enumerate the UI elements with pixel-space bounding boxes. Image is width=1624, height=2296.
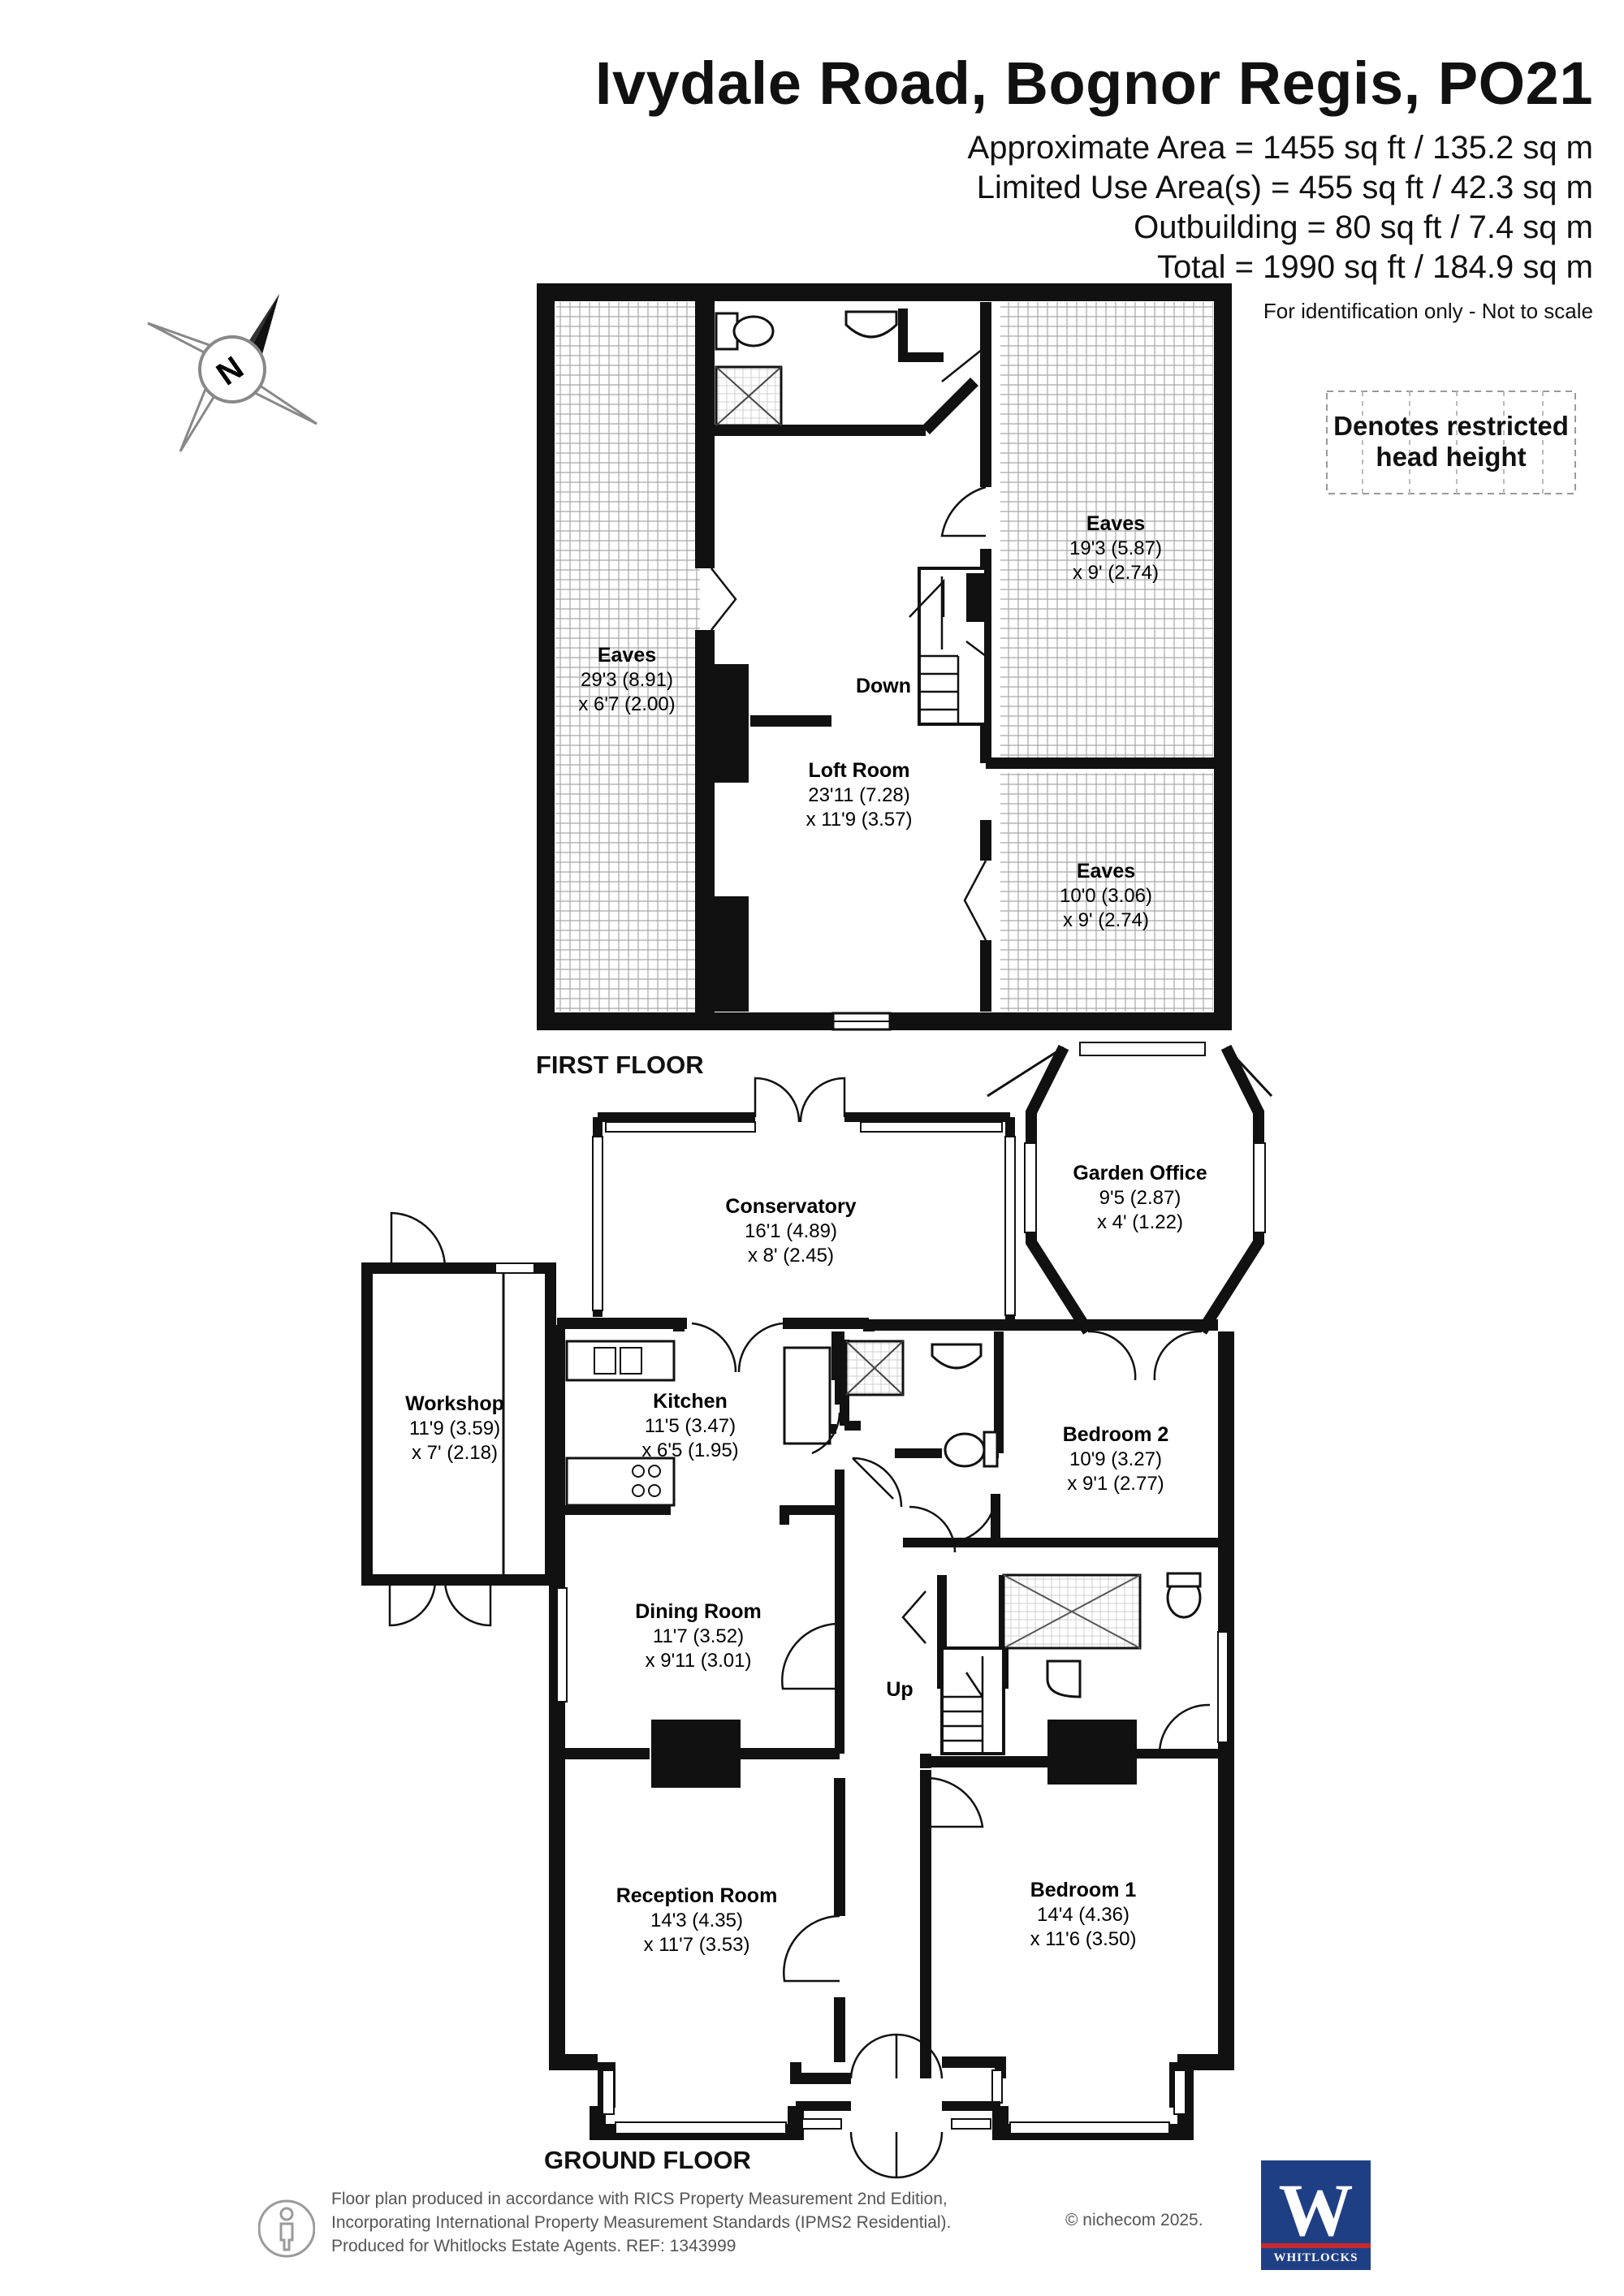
room-dim2-workshop: x 7' (2.18) — [412, 1442, 498, 1464]
room-dim2-garden-office: x 4' (1.22) — [1097, 1211, 1183, 1233]
not-to-scale-note: For identification only - Not to scale — [1263, 299, 1593, 323]
restricted-height-legend: Denotes restricted head height — [1325, 390, 1577, 495]
footer-text: Floor plan produced in accordance with R… — [331, 2187, 951, 2258]
area-summary: Approximate Area = 1455 sq ft / 135.2 sq… — [968, 128, 1593, 287]
room-dim2-dining-room: x 9'11 (3.01) — [646, 1650, 752, 1672]
total-area: Total = 1990 sq ft / 184.9 sq m — [1157, 249, 1593, 285]
eaves-right-bottom-area — [1000, 773, 1213, 1012]
room-name-dining-room: Dining Room — [635, 1600, 762, 1623]
room-dim2-eaves-left: x 6'7 (2.00) — [578, 693, 675, 715]
room-dim1-loft-room: 23'11 (7.28) — [808, 784, 910, 806]
ground-floor-plan — [361, 1042, 1273, 2179]
room-dim1-reception-room: 14'3 (4.35) — [650, 1910, 743, 1931]
room-dim2-conservatory: x 8' (2.45) — [748, 1245, 834, 1267]
copyright-text: © nichecom 2025. — [1065, 2211, 1203, 2229]
room-dim2-bedroom-2: x 9'1 (2.77) — [1067, 1473, 1164, 1495]
accessibility-person-icon — [258, 2199, 315, 2258]
legend-hatch-box — [1326, 391, 1576, 494]
room-dim2-kitchen: x 6'5 (1.95) — [641, 1439, 738, 1461]
outbuilding-area: Outbuilding = 80 sq ft / 7.4 sq m — [1134, 209, 1593, 245]
logo-red-bar — [1261, 2243, 1371, 2248]
room-name-bedroom-2: Bedroom 2 — [1063, 1423, 1169, 1446]
room-name-eaves-left: Eaves — [598, 644, 656, 667]
first-floor-label: FIRST FLOOR — [536, 1051, 704, 1079]
stairs-up-label: Up — [886, 1678, 913, 1701]
room-name-bedroom-1: Bedroom 1 — [1030, 1879, 1137, 1901]
kitchen-hob — [565, 1457, 676, 1507]
logo-name: WHITLOCKS — [1273, 2251, 1358, 2264]
room-labels: Eaves 29'3 (8.91) x 6'7 (2.00) Eaves 19'… — [405, 512, 1207, 1956]
property-title: Ivydale Road, Bognor Regis, PO21 — [594, 50, 1593, 117]
footer-line-1: Floor plan produced in accordance with R… — [331, 2190, 948, 2208]
room-name-conservatory: Conservatory — [725, 1195, 856, 1218]
basin-first-floor — [844, 310, 898, 339]
wc-ground — [944, 1432, 986, 1468]
room-name-workshop: Workshop — [405, 1392, 504, 1415]
room-name-loft-room: Loft Room — [809, 759, 910, 782]
room-dim1-eaves-left: 29'3 (8.91) — [581, 669, 673, 691]
room-dim1-kitchen: 11'5 (3.47) — [645, 1415, 736, 1437]
room-dim2-eaves-right-top: x 9' (2.74) — [1073, 562, 1159, 584]
room-name-eaves-right-bottom: Eaves — [1077, 860, 1135, 883]
legend-line-2: head height — [1376, 442, 1527, 472]
room-name-garden-office: Garden Office — [1073, 1162, 1207, 1185]
legend-line-1: Denotes restricted — [1333, 411, 1569, 441]
stairs-up — [940, 1646, 1005, 1755]
eaves-right-top-area — [1000, 302, 1213, 763]
room-dim1-garden-office: 9'5 (2.87) — [1099, 1187, 1181, 1209]
approximate-area: Approximate Area = 1455 sq ft / 135.2 sq… — [967, 130, 1593, 166]
room-dim1-bedroom-1: 14'4 (4.36) — [1037, 1904, 1129, 1926]
room-dim2-loft-room: x 11'9 (3.57) — [806, 809, 913, 831]
room-dim1-dining-room: 11'7 (3.52) — [653, 1625, 744, 1647]
room-name-kitchen: Kitchen — [653, 1390, 728, 1413]
compass-icon: N — [147, 294, 317, 452]
house-outer-wall-left — [549, 1325, 598, 2070]
room-dim1-bedroom-2: 10'9 (3.27) — [1069, 1448, 1162, 1470]
eaves-left-area — [555, 302, 700, 1012]
room-dim2-bedroom-1: x 11'6 (3.50) — [1030, 1928, 1137, 1950]
limited-use-area: Limited Use Area(s) = 455 sq ft / 42.3 s… — [976, 170, 1593, 205]
whitlocks-logo: W WHITLOCKS — [1261, 2160, 1371, 2270]
room-dim1-workshop: 11'9 (3.59) — [409, 1418, 500, 1439]
ground-floor-label: GROUND FLOOR — [544, 2146, 751, 2174]
logo-letter: W — [1278, 2169, 1354, 2251]
conservatory-walls — [593, 1112, 1015, 1325]
room-dim1-eaves-right-top: 19'3 (5.87) — [1069, 537, 1162, 559]
room-dim2-reception-room: x 11'7 (3.53) — [644, 1934, 750, 1956]
stairs-down-label: Down — [856, 675, 911, 697]
room-dim1-eaves-right-bottom: 10'0 (3.06) — [1060, 885, 1152, 907]
first-floor-plan — [537, 283, 1232, 1031]
footer-line-2: Incorporating International Property Mea… — [331, 2213, 952, 2232]
chimney-breast — [651, 1720, 741, 1788]
room-name-reception-room: Reception Room — [616, 1884, 778, 1907]
footer-line-3: Produced for Whitlocks Estate Agents. RE… — [331, 2237, 736, 2255]
room-dim2-eaves-right-bottom: x 9' (2.74) — [1063, 909, 1149, 931]
room-dim1-conservatory: 16'1 (4.89) — [745, 1220, 837, 1242]
room-name-eaves-right-top: Eaves — [1086, 512, 1145, 535]
